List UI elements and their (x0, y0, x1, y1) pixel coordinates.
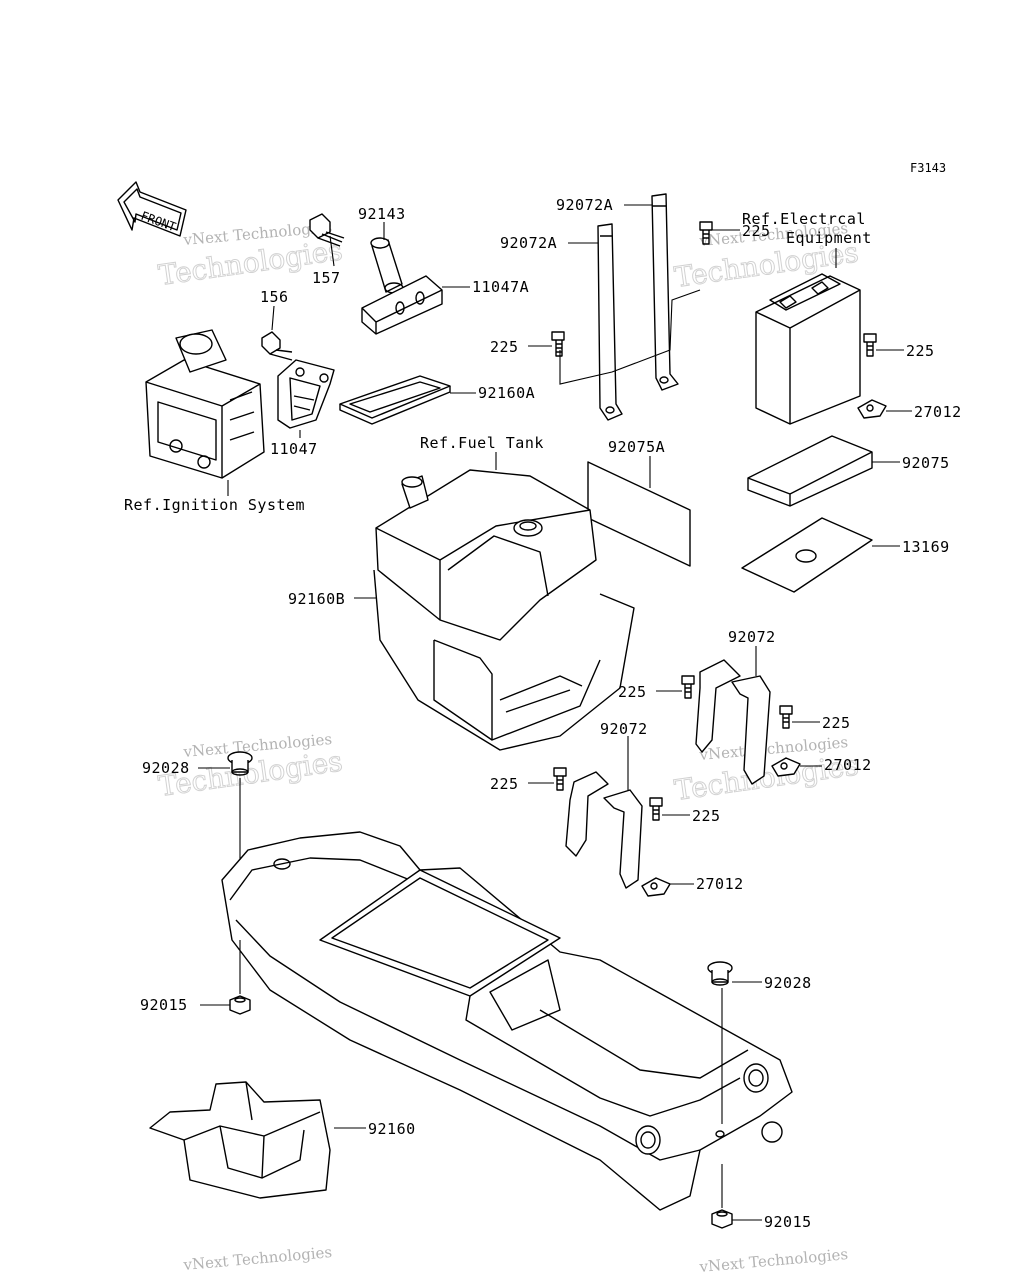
nut-92015-left-icon (229, 995, 251, 1015)
part-number: 225 (618, 683, 647, 701)
fuel-tank-icon (375, 469, 597, 641)
part-number: 225 (906, 342, 935, 360)
part-number: 92075A (608, 438, 665, 456)
part-number: 92072A (500, 234, 557, 252)
grommet-92028-right-icon (707, 961, 733, 986)
bracket-11047-icon (277, 359, 335, 429)
front-label: FRONT (139, 209, 178, 235)
strap-92072-mid-icon (565, 771, 643, 889)
part-number: 92160B (288, 590, 345, 608)
watermark-text: vNext Technologies (698, 1245, 849, 1276)
ref-electrical-label-2: Equipment (786, 229, 872, 247)
part-number: 225 (692, 807, 721, 825)
watermark-group-bottom-left: vNext Technologies (182, 1243, 333, 1274)
bracket-11047A-icon (361, 275, 443, 335)
nut-27012-a-icon (857, 399, 887, 419)
part-number: 27012 (914, 403, 962, 421)
part-number: 225 (490, 338, 519, 356)
bolt-156-icon (261, 331, 293, 361)
bolt-225-e-icon (779, 705, 793, 729)
pad-92075-icon (747, 435, 873, 507)
part-number: 157 (312, 269, 341, 287)
front-arrow-icon: FRONT (117, 181, 187, 237)
ignition-box-icon (145, 329, 265, 479)
part-number: 92143 (358, 205, 406, 223)
part-number: 13169 (902, 538, 950, 556)
part-number: 92072A (556, 196, 613, 214)
part-number: 92072 (600, 720, 648, 738)
plate-13169-icon (741, 517, 873, 593)
cover-92160-icon (149, 1081, 331, 1199)
ref-ignition-label: Ref.Ignition System (124, 496, 305, 514)
pad-92160A-icon (339, 375, 451, 425)
part-number: 11047 (270, 440, 318, 458)
ref-fuel-tank-label: Ref.Fuel Tank (420, 434, 544, 452)
bolt-225-f-icon (553, 767, 567, 791)
part-number: 92028 (142, 759, 190, 777)
hull-icon (221, 831, 793, 1211)
figure-code: F3143 (910, 161, 946, 175)
part-number: 92028 (764, 974, 812, 992)
part-number: 92160A (478, 384, 535, 402)
tray-92160B-icon (373, 569, 635, 751)
bolt-157-icon (309, 213, 345, 247)
part-number: 92075 (902, 454, 950, 472)
part-number: 225 (742, 222, 771, 240)
bolt-225-g-icon (649, 797, 663, 821)
battery-icon (755, 273, 861, 425)
part-number: 92160 (368, 1120, 416, 1138)
part-number: 27012 (696, 875, 744, 893)
part-number: 92015 (140, 996, 188, 1014)
part-number: 27012 (824, 756, 872, 774)
collar-92143-icon (370, 237, 404, 294)
part-number: 92015 (764, 1213, 812, 1231)
strap-92072-right-icon (695, 659, 771, 785)
part-number: 92072 (728, 628, 776, 646)
bolt-225-a-icon (551, 331, 565, 357)
sheet-92075A-icon (587, 461, 691, 567)
grommet-92028-left-icon (227, 751, 253, 776)
bolt-225-d-icon (681, 675, 695, 699)
watermark-group-bottom-right: vNext Technologies (698, 1245, 849, 1276)
part-number: 225 (822, 714, 851, 732)
nut-27012-c-icon (641, 877, 671, 897)
part-number: 11047A (472, 278, 529, 296)
part-number: 156 (260, 288, 289, 306)
nut-27012-b-icon (771, 757, 801, 777)
watermark-text: vNext Technologies (182, 1243, 333, 1274)
ref-electrical-label-1: Ref.Electrcal (742, 210, 866, 228)
nut-92015-bottom-icon (711, 1209, 733, 1229)
bolt-225-c-icon (863, 333, 877, 357)
part-number: 225 (490, 775, 519, 793)
strap-92072A-right-icon (651, 193, 679, 391)
strap-92072A-left-icon (597, 223, 623, 421)
bolt-225-b-icon (699, 221, 713, 245)
